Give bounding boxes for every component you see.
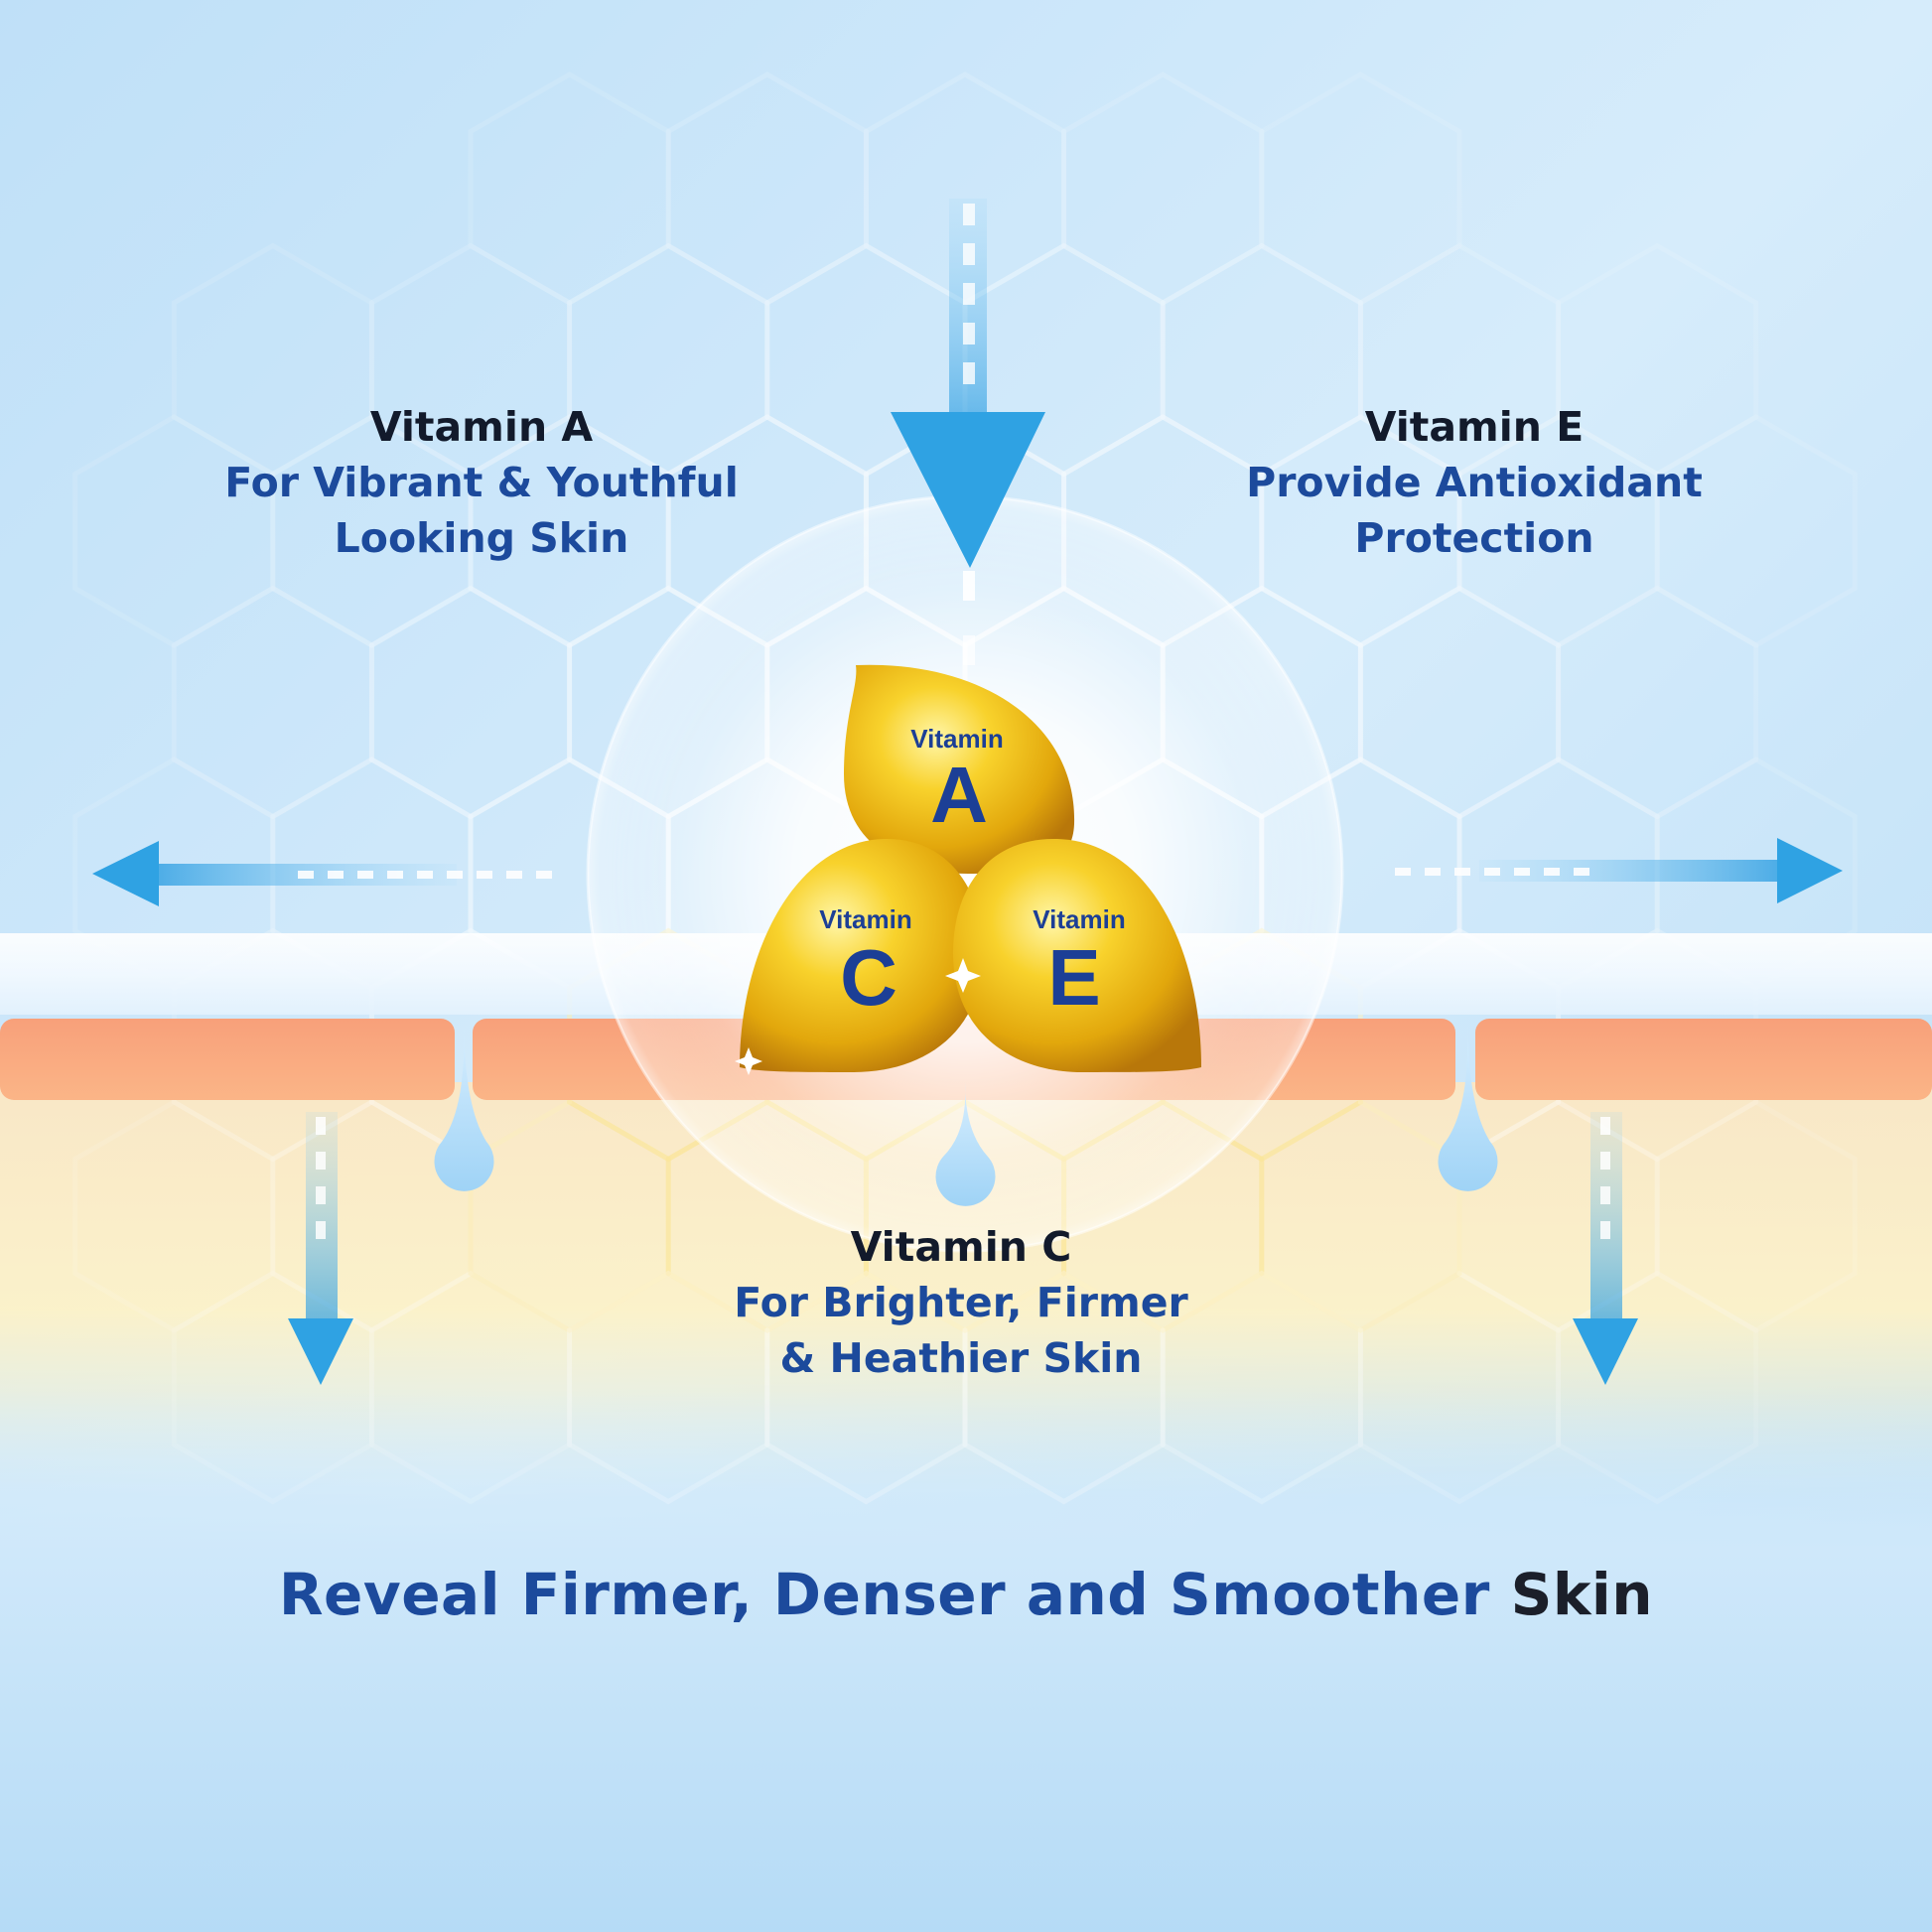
hexagon-cell [171, 927, 374, 1163]
vitamin-e-badge-word: Vitamin [1033, 904, 1125, 934]
vitamin-a-title: Vitamin A [369, 403, 594, 451]
hexagon-cell [270, 414, 474, 648]
hexagon-cell [468, 414, 671, 648]
hexagon-cell [1556, 585, 1759, 820]
hexagon-cell [1654, 414, 1858, 648]
water-drop-left [434, 1023, 494, 1191]
hexagon-cell [368, 1270, 573, 1505]
hexagon-cell [368, 242, 573, 478]
vitamin-c-line-2: & Heathier Skin [779, 1334, 1143, 1382]
vitamin-e-description: Vitamin E Provide Antioxidant Protection [1176, 399, 1772, 566]
hexagon-cell [1160, 1270, 1363, 1505]
hexagon-cell [1556, 242, 1759, 478]
vitamin-e-badge-letter: E [1047, 933, 1100, 1022]
vitamin-a-line-1: For Vibrant & Youthful [224, 459, 739, 506]
hexagon-cell [1456, 757, 1660, 991]
hexagon-cell [962, 1270, 1166, 1505]
sparkles [735, 958, 981, 1075]
arrow-down-top [891, 199, 1045, 665]
hexagon-cell [1357, 927, 1562, 1163]
hexagon-cell [1160, 242, 1363, 478]
hexagon-cell [1357, 1270, 1562, 1505]
water-drop-right [1438, 1023, 1498, 1191]
bottom-blue-band [0, 1390, 1932, 1932]
hexagon-cell [1556, 927, 1759, 1163]
vitamin-c-description: Vitamin C For Brighter, Firmer & Heathie… [663, 1219, 1259, 1386]
hexagon-cell [567, 242, 770, 478]
hexagon-cell [368, 927, 573, 1163]
vitamin-a-description: Vitamin A For Vibrant & Youthful Looking… [184, 399, 779, 566]
tagline-end: Skin [1510, 1561, 1654, 1628]
vitamin-e-line-1: Provide Antioxidant [1246, 459, 1703, 506]
hexagon-cell [1259, 414, 1462, 648]
hexagon-cell [764, 1270, 968, 1505]
arrow-down-left [288, 1112, 353, 1385]
vitamin-a-badge-letter: A [930, 751, 988, 839]
vitamin-a-capsule: Vitamin A [844, 664, 1075, 874]
hexagon-cell [1654, 757, 1858, 991]
hexagon-cell [171, 585, 374, 820]
water-drop-center [935, 1082, 996, 1206]
tagline-main: Reveal Firmer, Denser and Smoother [278, 1561, 1490, 1628]
vitamin-e-title: Vitamin E [1364, 403, 1585, 451]
hexagon-cell [1357, 585, 1562, 820]
hexagon-cell [1456, 1099, 1660, 1333]
vitamin-c-title: Vitamin C [850, 1223, 1072, 1271]
hexagon-cell [1357, 242, 1562, 478]
hexagon-cell [72, 1099, 276, 1333]
hexagon-cell [1456, 414, 1660, 648]
hexagon-cell [863, 71, 1067, 306]
hexagon-cell [468, 71, 671, 306]
hexagon-cell [567, 1270, 770, 1505]
hexagon-cell [468, 1099, 671, 1333]
water-drops [434, 1023, 1498, 1206]
hexagon-cell [72, 414, 276, 648]
hexagon-cell [270, 757, 474, 991]
hexagon-cell [665, 71, 869, 306]
hexagon-cell [1259, 1099, 1462, 1333]
hexagon-cell [1654, 1099, 1858, 1333]
vitamin-c-badge-word: Vitamin [819, 904, 911, 934]
tagline: Reveal Firmer, Denser and Smoother Skin [0, 1561, 1932, 1628]
hexagon-cell [171, 1270, 374, 1505]
hexagon-cell [270, 1099, 474, 1333]
hexagon-cell [171, 242, 374, 478]
vitamin-a-line-2: Looking Skin [334, 514, 629, 562]
hexagon-cell [1061, 71, 1265, 306]
hexagon-cell [1259, 71, 1462, 306]
hexagon-cell [368, 585, 573, 820]
arrow-right [1395, 838, 1843, 903]
vitamin-c-line-1: For Brighter, Firmer [734, 1279, 1188, 1326]
vitamin-e-line-2: Protection [1354, 514, 1594, 562]
vitamin-a-badge-word: Vitamin [910, 724, 1003, 754]
hexagon-cell [1556, 1270, 1759, 1505]
hexagon-cell [72, 757, 276, 991]
vitamin-c-badge-letter: C [840, 933, 897, 1022]
vitamin-c-capsule: Vitamin C [740, 838, 983, 1072]
vitamin-e-capsule: Vitamin E [953, 838, 1201, 1072]
arrow-left [92, 841, 552, 906]
arrow-down-right [1573, 1112, 1638, 1385]
